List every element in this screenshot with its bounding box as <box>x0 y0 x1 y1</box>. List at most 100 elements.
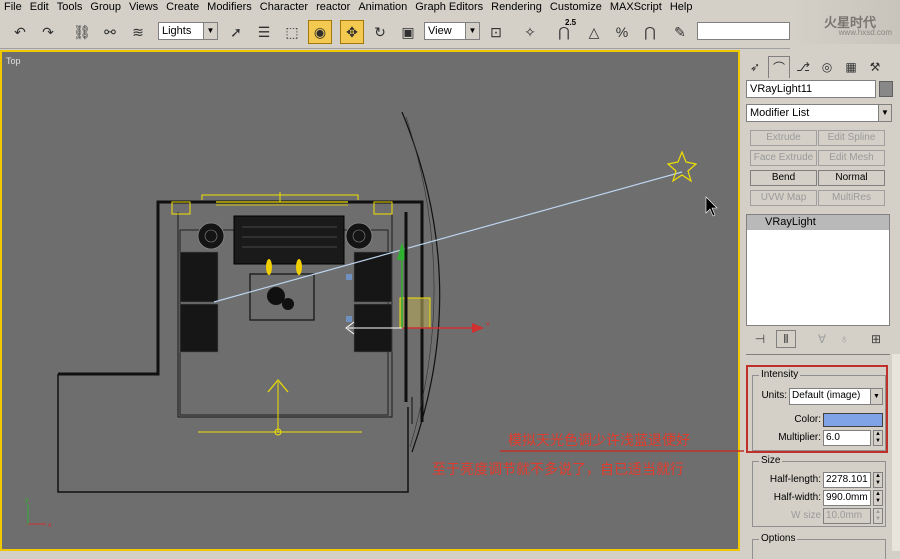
undo-icon[interactable]: ↶ <box>14 23 26 40</box>
modifier-button-face-extrude[interactable]: Face Extrude <box>750 150 817 166</box>
modifier-button-edit-spline[interactable]: Edit Spline <box>818 130 885 146</box>
object-color-swatch[interactable] <box>879 81 893 97</box>
percent-snap-icon[interactable]: % <box>615 24 629 40</box>
modifier-button-uvw-map[interactable]: UVW Map <box>750 190 817 206</box>
viewport-label[interactable]: Top <box>6 56 21 66</box>
display-tab-icon[interactable]: ▦ <box>845 60 857 74</box>
selection-filter-value: Lights <box>162 25 192 37</box>
menu-item-rendering[interactable]: Rendering <box>491 1 542 13</box>
stack-item-vraylight[interactable]: VRayLight <box>747 215 889 230</box>
angle-snap-icon[interactable]: △ <box>588 23 600 40</box>
reference-coordinate-dropdown[interactable]: View ▼ <box>424 22 480 40</box>
select-and-link-icon[interactable]: ⛓ <box>73 23 91 40</box>
options-title: Options <box>759 533 798 545</box>
menu-item-tools[interactable]: Tools <box>56 1 83 13</box>
light-color-swatch[interactable] <box>823 413 883 427</box>
utilities-tab-icon[interactable]: ⚒ <box>869 60 881 74</box>
select-by-name-icon[interactable]: ☰ <box>257 23 271 40</box>
object-name-field[interactable]: VRayLight11 <box>746 80 876 98</box>
candle-right <box>296 259 302 275</box>
axis-tripod-x-label: x <box>48 522 52 529</box>
menu-item-customize[interactable]: Customize <box>549 1 602 13</box>
units-label: Units: <box>761 390 787 401</box>
remove-modifier-icon[interactable]: ♁ <box>839 332 849 346</box>
units-dropdown[interactable]: Default (image) ▼ <box>789 388 883 405</box>
pin-stack-icon[interactable]: ⊣ <box>754 332 766 346</box>
modifier-button-normal[interactable]: Normal <box>818 170 885 186</box>
command-panel: ➶ ⌒ ⎇ ◎ ▦ ⚒ VRayLight11 Modifier List ▼ … <box>742 50 900 559</box>
show-end-result-icon[interactable]: Ⅱ <box>776 330 796 348</box>
logo-text: 火星时代 <box>823 16 876 31</box>
multiplier-field[interactable]: 6.0 <box>823 430 871 446</box>
menu-item-file[interactable]: File <box>4 1 22 13</box>
redo-icon[interactable]: ↷ <box>42 23 54 40</box>
menu-item-reactor[interactable]: reactor <box>316 1 351 13</box>
motion-tab-icon[interactable]: ◎ <box>821 60 833 74</box>
menu-item-graph-editors[interactable]: Graph Editors <box>415 1 484 13</box>
hierarchy-tab-icon[interactable]: ⎇ <box>796 60 810 74</box>
axis-tripod-y-label: y <box>25 497 29 504</box>
scene-canvas: x x y <box>25 111 718 529</box>
table-object-2 <box>282 298 294 310</box>
menu-item-animation[interactable]: Animation <box>358 1 408 13</box>
w-size-field[interactable]: 10.0mm <box>823 508 871 524</box>
command-panel-tabs: ➶ ⌒ ⎇ ◎ ▦ ⚒ <box>742 54 900 78</box>
logo-url: www.hxsd.com <box>838 28 892 37</box>
dome-arc <box>401 111 441 453</box>
create-tab-icon[interactable]: ➶ <box>749 60 761 74</box>
lamp-left-inner <box>204 229 218 243</box>
viewport-top[interactable]: Top <box>0 50 740 551</box>
select-and-rotate-icon[interactable]: ↻ <box>374 23 386 40</box>
modify-tab-icon[interactable]: ⌒ <box>768 56 790 78</box>
edit-named-selection-icon[interactable]: ✎ <box>674 23 686 40</box>
menu-item-character[interactable]: Character <box>259 1 309 13</box>
half-length-spinner[interactable]: ▲▼ <box>873 472 883 488</box>
unlink-icon[interactable]: ⚯ <box>104 23 116 40</box>
menu-item-create[interactable]: Create <box>166 1 200 13</box>
select-and-scale-icon[interactable]: ▣ <box>401 23 415 40</box>
menu-item-views[interactable]: Views <box>128 1 159 13</box>
make-unique-icon[interactable]: ∀ <box>817 332 827 346</box>
modifier-button-bend[interactable]: Bend <box>750 170 817 186</box>
bind-space-warp-icon[interactable]: ≋ <box>132 23 144 40</box>
configure-modifier-sets-icon[interactable]: ⊞ <box>870 332 882 346</box>
menu-item-modifiers[interactable]: Modifiers <box>207 1 252 13</box>
menu-item-group[interactable]: Group <box>90 1 121 13</box>
half-length-field[interactable]: 2278.101 <box>823 472 871 488</box>
menu-item-maxscript[interactable]: MAXScript <box>609 1 662 13</box>
window-crossing-icon[interactable]: ◉ <box>308 20 332 44</box>
annotation-line-2: 至于亮度调节就不多说了，自已适当就行 <box>432 462 684 478</box>
modifier-button-edit-mesh[interactable]: Edit Mesh <box>818 150 885 166</box>
multiplier-spinner[interactable]: ▲▼ <box>873 430 883 446</box>
named-selection-input[interactable] <box>697 22 790 40</box>
modifier-button-multires[interactable]: MultiRes <box>818 190 885 206</box>
size-title: Size <box>759 455 783 467</box>
annotation-line-1: 模拟天光色调少许浅蓝退便好 <box>508 433 690 449</box>
menu-item-help[interactable]: Help <box>669 1 693 13</box>
half-width-field[interactable]: 990.0mm <box>823 490 871 506</box>
menu-item-edit[interactable]: Edit <box>29 1 49 13</box>
half-width-spinner[interactable]: ▲▼ <box>873 490 883 506</box>
modifier-button-extrude[interactable]: Extrude <box>750 130 817 146</box>
manipulate-icon[interactable]: ✧ <box>524 23 536 40</box>
snap-toggle-icon[interactable]: ⋂ <box>558 23 570 40</box>
highlight-box <box>746 365 888 453</box>
selection-filter-dropdown[interactable]: Lights ▼ <box>158 22 218 40</box>
wall-outline <box>57 374 409 493</box>
intensity-group: Intensity Units: Default (image) ▼ Color… <box>752 369 886 451</box>
rollout-scrollbar[interactable] <box>892 354 900 551</box>
select-and-move-icon[interactable]: ✥ <box>340 20 364 44</box>
modifier-stack[interactable]: VRayLight <box>746 214 890 326</box>
candle-left <box>266 259 272 275</box>
sofa-back <box>233 215 345 265</box>
chair-left-top <box>179 251 219 303</box>
w-size-spinner[interactable]: ▲▼ <box>873 508 883 524</box>
select-object-icon[interactable]: ➚ <box>230 23 242 40</box>
spinner-snap-icon[interactable]: ⋂ <box>644 23 656 40</box>
pivot-center-icon[interactable]: ⊡ <box>490 23 502 40</box>
snap-value: 2.5 <box>565 18 577 27</box>
table-object <box>267 287 285 305</box>
lamp-left <box>197 222 225 250</box>
modifier-list-dropdown[interactable]: Modifier List ▼ <box>746 104 892 122</box>
rectangular-selection-icon[interactable]: ⬚ <box>285 23 299 40</box>
